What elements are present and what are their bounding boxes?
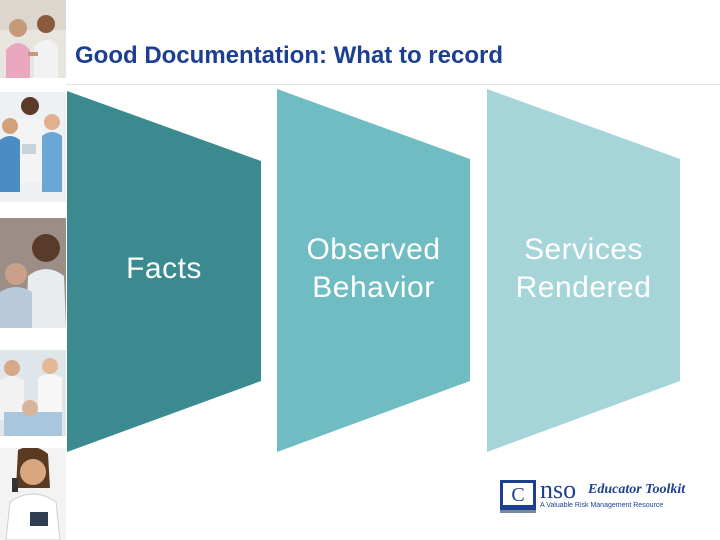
slide-title: Good Documentation: What to record: [75, 42, 503, 69]
step-1-label: Facts: [67, 250, 261, 288]
chevron-step-3: [487, 89, 680, 452]
nso-logo-icon: C: [500, 480, 536, 513]
svg-text:C: C: [511, 484, 524, 506]
step-3-label-line-2: Rendered: [515, 271, 652, 304]
nurse-on-phone-photo: [0, 448, 66, 540]
logo-tagline-text: A Valuable Risk Management Resource: [540, 502, 664, 509]
chevron-step-2: [277, 89, 470, 452]
chevron-step-1: [67, 91, 261, 452]
title-divider: [66, 84, 720, 85]
photo-strip: [0, 0, 66, 540]
step-2-label-line-2: Behavior: [312, 271, 435, 304]
nurse-comforting-patient-photo: [0, 218, 66, 328]
step-2-label: Observed Behavior: [277, 231, 470, 307]
step-2-label-line-1: Observed: [306, 233, 441, 266]
medical-team-photo: [0, 92, 66, 202]
logo-product-text: Educator Toolkit: [588, 482, 686, 497]
nso-educator-toolkit-logo: C: [500, 478, 700, 514]
step-3-label-line-1: Services: [523, 233, 644, 266]
nurses-greeting-photo: [0, 0, 66, 78]
logo-brand-text: nso: [540, 475, 577, 504]
step-3-label: Services Rendered: [487, 231, 680, 307]
nurses-with-patient-photo: [0, 350, 66, 436]
step-1-label-line-1: Facts: [126, 252, 202, 285]
